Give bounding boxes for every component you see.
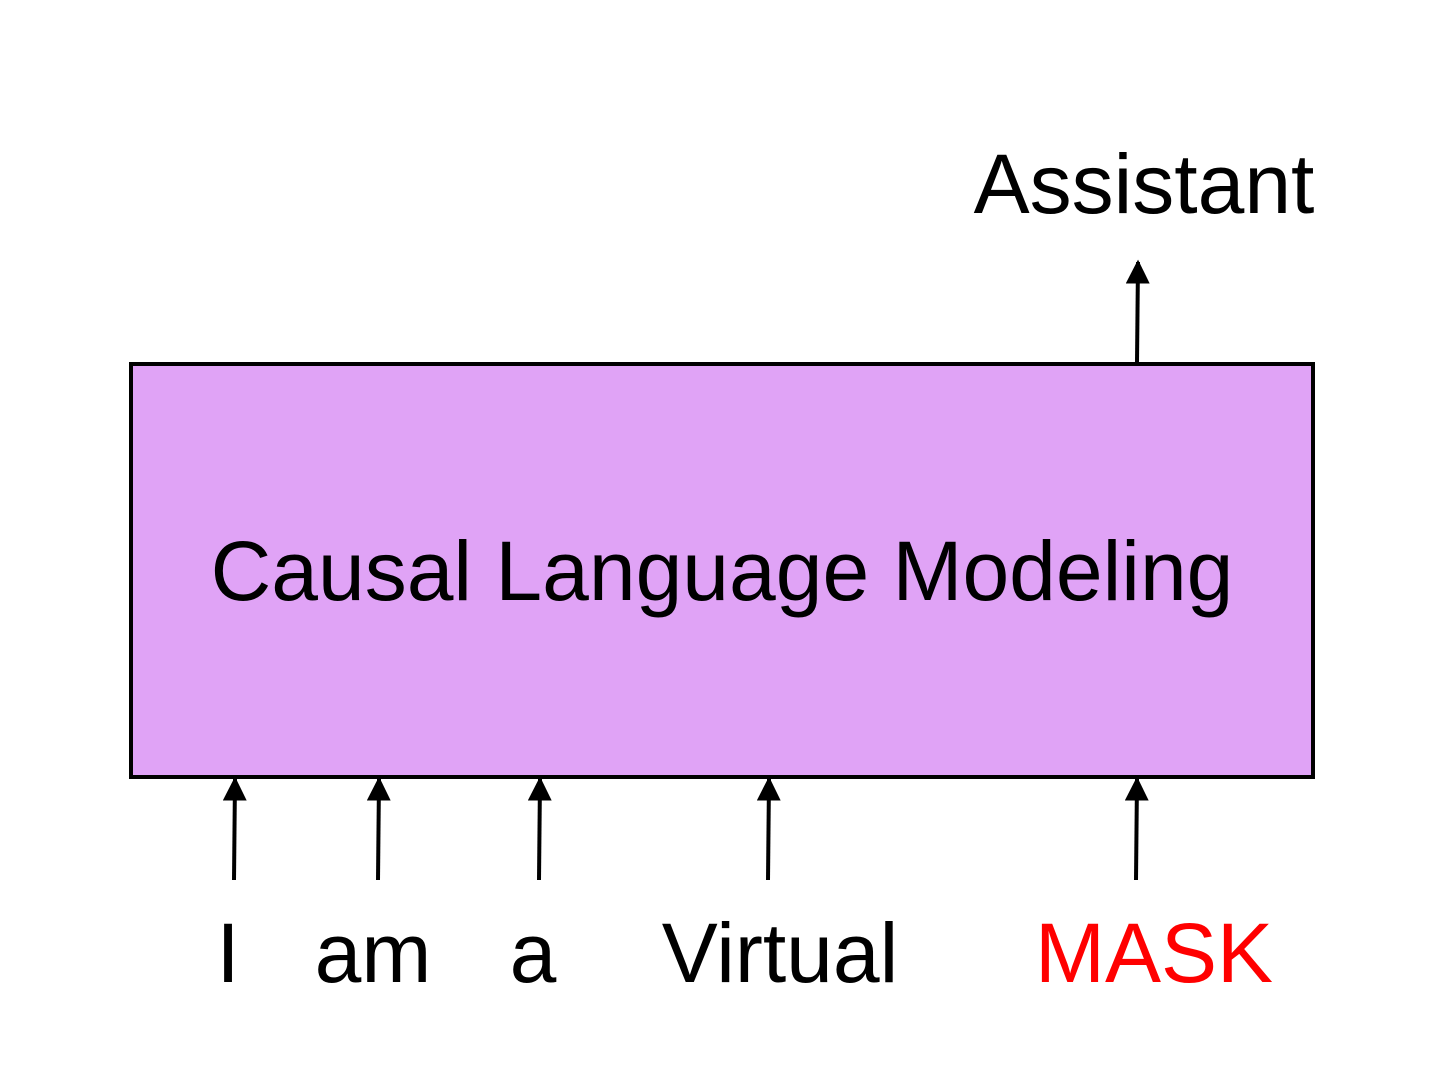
model-label: Causal Language Modeling (211, 524, 1234, 618)
input-arrow (222, 776, 247, 881)
input-token-mask: MASK (1035, 906, 1273, 1000)
input-token-i: I (216, 906, 239, 1000)
input-arrow (1124, 776, 1149, 881)
input-tokens: I am a Virtual MASK (216, 906, 1273, 1000)
input-arrow (756, 776, 781, 881)
output-arrow (1125, 259, 1150, 363)
input-token-am: am (315, 906, 432, 1000)
input-arrow (527, 776, 552, 881)
input-token-a: a (510, 906, 557, 1000)
model-box (129, 362, 1315, 779)
output-token: Assistant (974, 137, 1315, 231)
input-arrow (366, 776, 391, 881)
input-arrows (222, 776, 1149, 881)
input-token-virtual: Virtual (662, 906, 899, 1000)
